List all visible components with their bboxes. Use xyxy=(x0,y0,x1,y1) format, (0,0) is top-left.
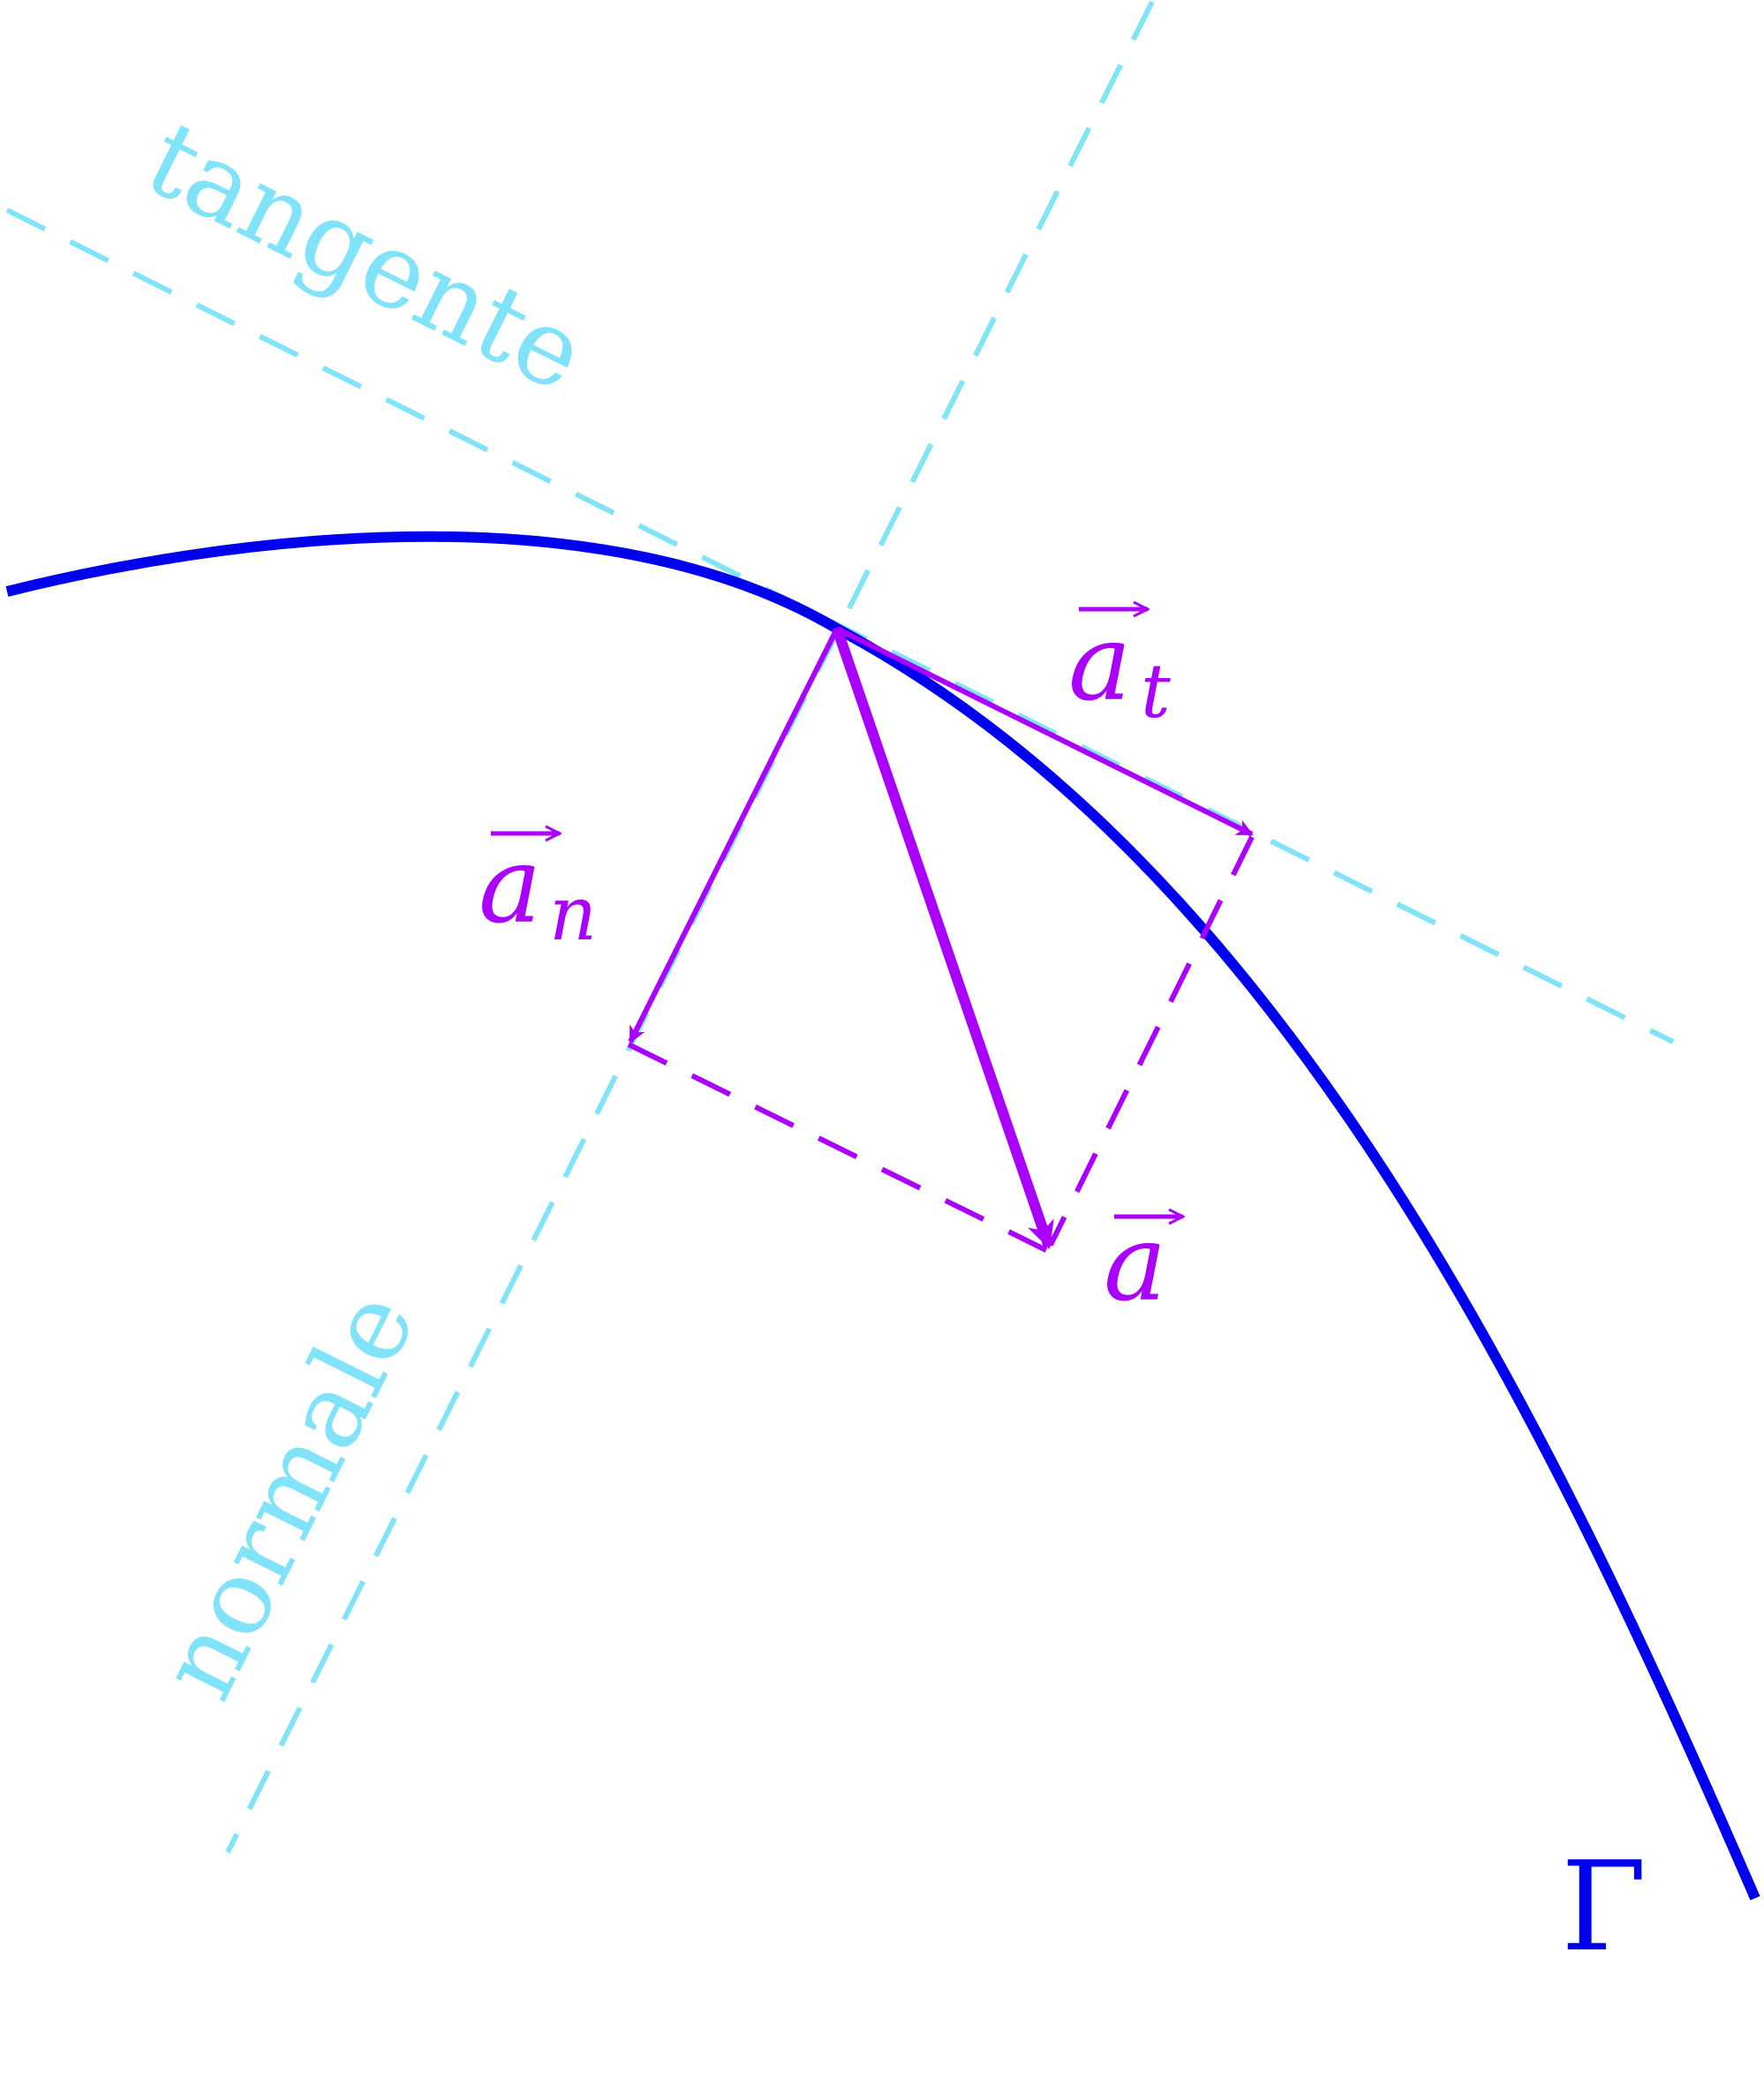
label-a-n-subscript: n xyxy=(549,871,597,957)
curve-label-gamma: Γ xyxy=(1561,1835,1647,1979)
label-a-n: a n xyxy=(479,825,597,957)
dashed-projection-from-an xyxy=(627,1042,1048,1253)
label-a-n-base: a xyxy=(479,825,542,947)
label-a-t-base: a xyxy=(1068,602,1132,725)
normal-label: normale xyxy=(136,1272,440,1716)
normal-line xyxy=(225,0,1155,1854)
vector-a xyxy=(832,627,1054,1249)
label-a-t-subscript: t xyxy=(1141,648,1171,735)
curve-gamma xyxy=(5,531,1760,1901)
vector-a-t xyxy=(835,626,1254,837)
label-a-base: a xyxy=(1104,1202,1167,1325)
vector-a-n xyxy=(628,627,840,1044)
tangent-label: tangente xyxy=(129,97,604,416)
label-a-t: a t xyxy=(1068,602,1171,735)
dashed-projection-from-at xyxy=(1048,835,1255,1247)
label-a: a xyxy=(1104,1202,1183,1325)
